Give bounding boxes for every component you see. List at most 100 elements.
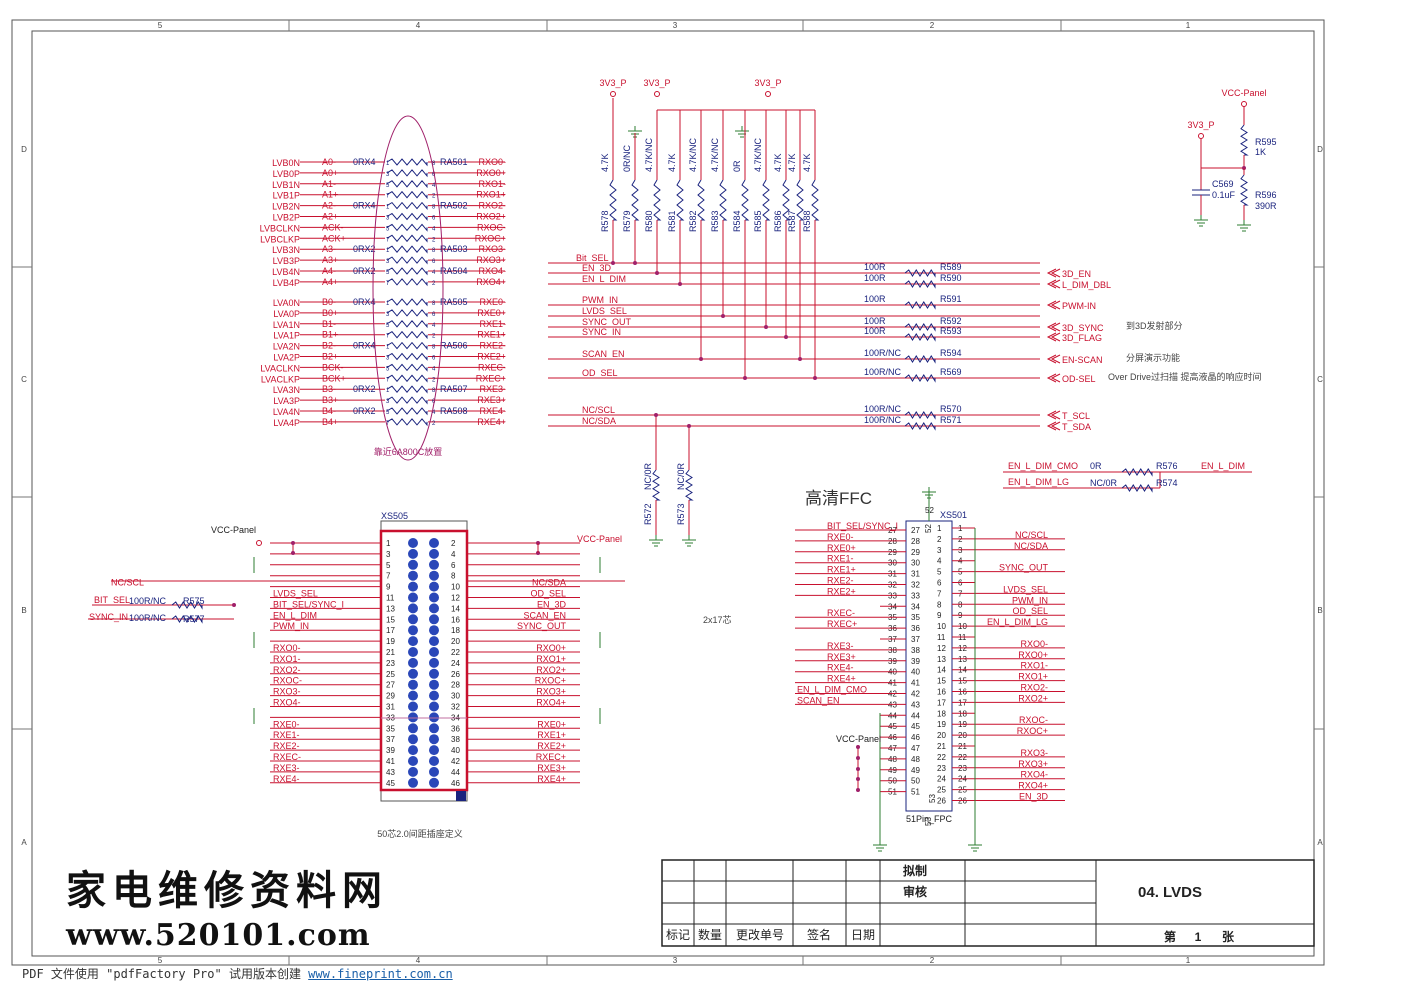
array-resistor (386, 256, 428, 265)
xs501-pin-num: 12 (937, 644, 946, 653)
lvds-input-net: LVB2P (273, 213, 300, 223)
xs501-right-net: RXO3+ (1018, 759, 1048, 769)
tb-sheet-no: 1 (1195, 930, 1202, 944)
xs505-left-net: RXO3- (273, 687, 301, 697)
pin-number: 4 (432, 410, 436, 416)
xs501-right-net: RXO3- (1020, 748, 1048, 758)
series-res-value: 100R/NC (864, 404, 902, 414)
r572-ref: R572 (643, 503, 653, 525)
xs505-right-net: RXO0+ (536, 643, 566, 653)
xs505-vcc-left: VCC-Panel (211, 525, 256, 535)
offpage-connector (1046, 421, 1061, 431)
r577-ref: R577 (183, 614, 205, 624)
xs501-pin-num: 10 (937, 622, 946, 631)
xs505-pin (408, 603, 418, 614)
pin-number: 1 (386, 388, 390, 394)
lvds-input-net: LVB0N (272, 158, 300, 168)
zone-row-left: D (21, 145, 27, 154)
tb-col-label: 标记 (666, 928, 690, 942)
pin-number: 6 (432, 259, 436, 265)
xs505-pin (408, 756, 418, 766)
xs501-pin-num: 4 (937, 557, 942, 566)
xs505-left-net: RXO2- (273, 665, 301, 675)
xs505-right-net: EN_3D (537, 599, 567, 609)
xs501-pin-num: 53 (924, 817, 933, 826)
bus-out-label: 3D_SYNC (1062, 323, 1104, 333)
array-resistor (386, 267, 428, 276)
xs501-pin-num: 6 (937, 579, 942, 588)
array-ref: RA503 (440, 244, 468, 254)
pull-resistor (697, 179, 706, 221)
pin-number: 5 (386, 410, 390, 416)
xs505-pin (429, 690, 439, 701)
xs501-pin-num: 23 (937, 764, 946, 773)
array-resistor (386, 278, 428, 287)
footer-link[interactable]: www.fineprint.com.cn (308, 967, 453, 981)
zone-row-left: A (21, 838, 27, 847)
tb-review: 审核 (903, 884, 927, 899)
en-dim-lg-net: EN_L_DIM_LG (1008, 477, 1069, 487)
lvds-input-net: LVACLKP (261, 374, 300, 384)
offpage-connector (1046, 332, 1061, 342)
xs501-right-net: SYNC_OUT (999, 563, 1049, 573)
pin-number: 3 (386, 399, 390, 405)
xs501-right-net: EN_L_DIM_LG (987, 617, 1048, 627)
r574-value: NC/0R (1090, 478, 1118, 488)
xs501-left-net: RXE3- (827, 641, 854, 651)
series-res-ref: R571 (940, 415, 962, 425)
pull-res-value: 4.7K (802, 153, 812, 172)
xs501-left-net: EN_L_DIM_CMO (797, 685, 867, 695)
pull-res-ref: R582 (688, 210, 698, 232)
resistor-r595 (1240, 124, 1249, 156)
xs501-pin-num: 5 (937, 568, 942, 577)
xs505-right-net: RXO3+ (536, 687, 566, 697)
xs501-right-net: RXO2+ (1018, 693, 1048, 703)
xs505-ref: XS505 (381, 511, 408, 521)
junction-dot (654, 413, 658, 417)
power-label: VCC-Panel (1221, 88, 1266, 98)
tb-col-label: 日期 (851, 928, 875, 942)
zone-row-right: A (1317, 838, 1323, 847)
tb-sheet-post: 张 (1222, 929, 1235, 944)
junction-dot (856, 767, 860, 771)
c569-value: 0.1uF (1212, 190, 1236, 200)
bus-net-label: OD_SEL (582, 368, 618, 378)
lvds-output-net: RXEC+ (476, 373, 506, 383)
xs505-pin (408, 636, 418, 647)
xs501-ref: XS501 (940, 510, 967, 520)
xs501-left-net: RXEC- (827, 608, 855, 618)
array-ref: RA507 (440, 384, 468, 394)
xs505-pin (429, 723, 439, 734)
zone-col-top: 5 (158, 21, 163, 30)
xs501-left-net: RXEC+ (827, 619, 857, 629)
pull-res-ref: R580 (644, 210, 654, 232)
xs501-right-net: RXO2- (1020, 683, 1048, 693)
array-resistor (386, 320, 428, 329)
offpage-connector (1046, 300, 1061, 310)
xs501-pin-num: 1 (937, 524, 942, 533)
junction-dot (784, 335, 788, 339)
pin-number: 4 (432, 270, 436, 276)
array-resistor (386, 418, 428, 427)
xs505-pin (429, 581, 439, 592)
lvds-input-net: LVB0P (273, 169, 300, 179)
xs505-pin-num: 40 (451, 746, 460, 755)
tb-col-label: 数量 (698, 927, 722, 942)
xs505-right-net: RXEC+ (536, 752, 566, 762)
series-res-ref: R570 (940, 404, 962, 414)
xs501-left-net: RXE0- (827, 532, 854, 542)
junction-dot (633, 261, 637, 265)
xs505-pin-num: 38 (451, 735, 460, 744)
xs505-pin-num: 4 (451, 550, 456, 559)
zone-col-top: 1 (1186, 21, 1191, 30)
xs505-pin (408, 723, 418, 734)
bus-out-label: 3D_EN (1062, 269, 1091, 279)
xs501-pin-num: 15 (937, 677, 946, 686)
xs501-pin-num: 26 (937, 797, 946, 806)
pin-number: 3 (386, 356, 390, 362)
resistor-r576 (1121, 468, 1153, 477)
array-ref: RA505 (440, 297, 468, 307)
xs501-right-net: OD_SEL (1012, 606, 1048, 616)
junction-dot (291, 551, 295, 555)
xs501-left-net: BIT_SEL/SYNC_I (827, 521, 898, 531)
